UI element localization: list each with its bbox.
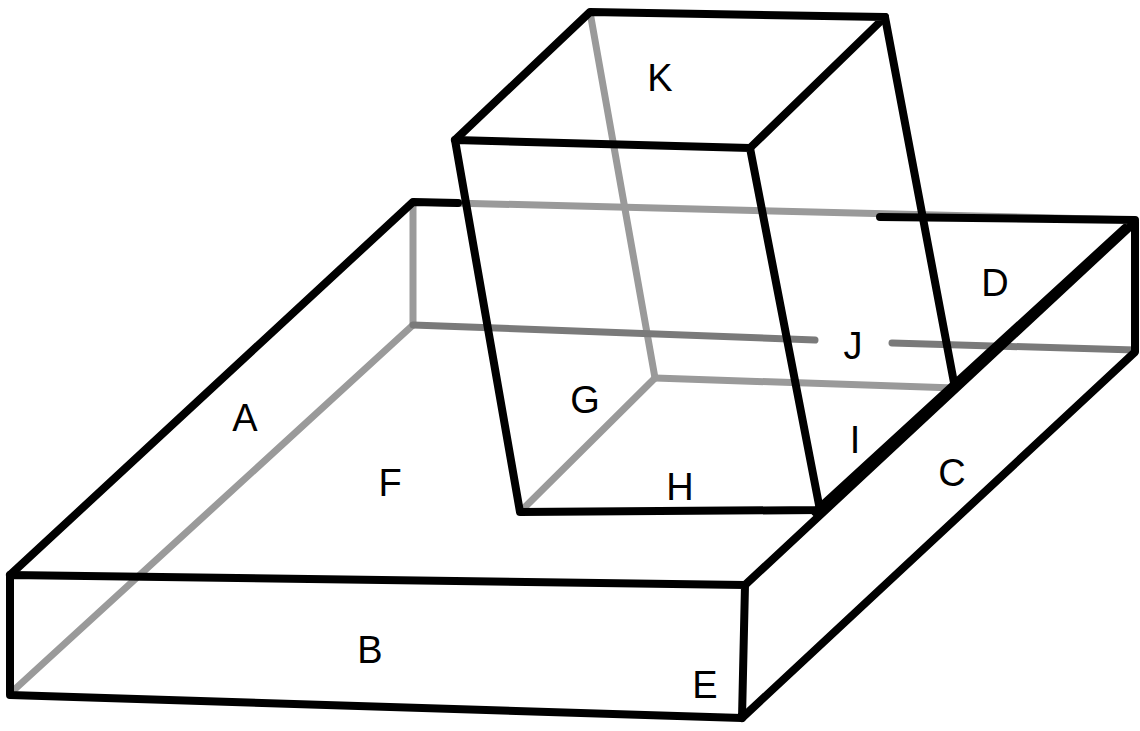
part-letter: F (378, 464, 401, 502)
part-letter: A (232, 399, 257, 437)
part-letter: G (570, 381, 600, 419)
part-letter: C (938, 454, 965, 492)
floor-back-edge (413, 325, 1135, 350)
part-letter: K (647, 59, 672, 97)
part-letter: J (844, 327, 863, 365)
part-letter: I (850, 421, 861, 459)
hidden-edges (14, 12, 1135, 690)
part-letter: B (357, 631, 382, 669)
part-letter: E (692, 666, 717, 704)
visible-edges (10, 12, 1135, 718)
part-letter: H (666, 468, 693, 506)
part-letter: D (981, 264, 1008, 302)
